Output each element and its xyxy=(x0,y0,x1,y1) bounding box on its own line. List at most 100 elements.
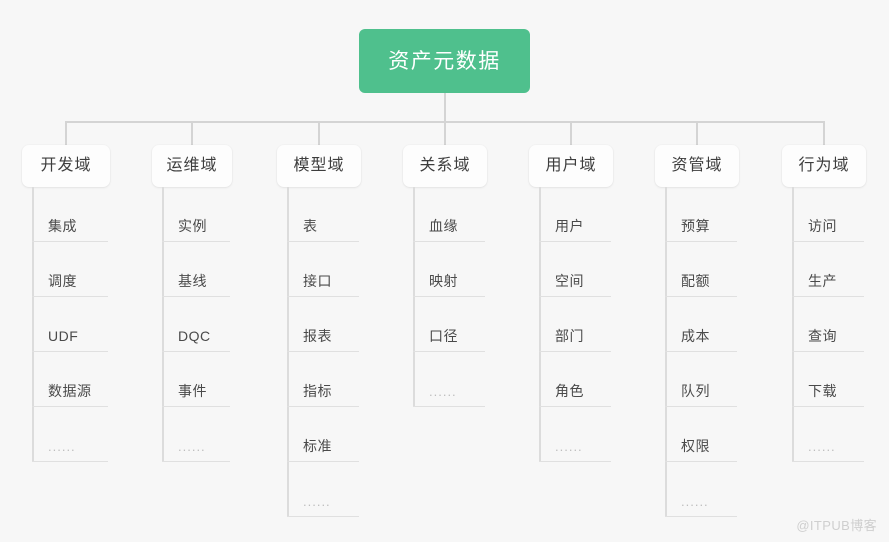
list-item-rule xyxy=(665,351,737,352)
list-item[interactable]: ...... xyxy=(655,462,739,517)
category-node[interactable]: 开发域 xyxy=(22,145,110,187)
list-item-rule xyxy=(413,406,485,407)
list-item-label: 空间 xyxy=(555,273,584,289)
list-item[interactable]: 用户 xyxy=(529,187,613,242)
list-item[interactable]: 表 xyxy=(277,187,361,242)
list-item-rule xyxy=(539,406,611,407)
list-item[interactable]: 口径 xyxy=(403,297,487,352)
branch-column-3: 模型域表接口报表指标标准...... xyxy=(277,145,361,517)
list-item-rule xyxy=(792,241,864,242)
list-item-label: ...... xyxy=(808,439,836,454)
list-item-label: 标准 xyxy=(303,438,332,454)
list-item[interactable]: 基线 xyxy=(152,242,232,297)
category-node[interactable]: 用户域 xyxy=(529,145,613,187)
list-item-rule xyxy=(162,406,230,407)
item-spine xyxy=(665,187,667,517)
branch-column-6: 资管域预算配额成本队列权限...... xyxy=(655,145,739,517)
category-node[interactable]: 行为域 xyxy=(782,145,866,187)
list-item-rule xyxy=(162,296,230,297)
list-item[interactable]: 配额 xyxy=(655,242,739,297)
list-item-rule xyxy=(539,296,611,297)
list-item-label: 口径 xyxy=(429,328,458,344)
list-item[interactable]: ...... xyxy=(152,407,232,462)
list-item-label: ...... xyxy=(48,439,76,454)
list-item-label: 下载 xyxy=(808,383,837,399)
list-item[interactable]: 权限 xyxy=(655,407,739,462)
category-node[interactable]: 模型域 xyxy=(277,145,361,187)
list-item-label: ...... xyxy=(555,439,583,454)
list-item[interactable]: 集成 xyxy=(22,187,110,242)
list-item-label: 访问 xyxy=(808,218,837,234)
item-list: 用户空间部门角色...... xyxy=(529,187,613,462)
list-item-label: DQC xyxy=(178,328,211,344)
list-item[interactable]: 空间 xyxy=(529,242,613,297)
list-item-rule xyxy=(665,241,737,242)
list-item[interactable]: 查询 xyxy=(782,297,866,352)
list-item-label: 映射 xyxy=(429,273,458,289)
list-item-rule xyxy=(665,461,737,462)
branch-drop-connector xyxy=(191,121,193,145)
category-node-label: 用户域 xyxy=(545,157,597,174)
list-item[interactable]: 队列 xyxy=(655,352,739,407)
item-spine xyxy=(162,187,164,462)
list-item[interactable]: 接口 xyxy=(277,242,361,297)
list-item[interactable]: 报表 xyxy=(277,297,361,352)
list-item[interactable]: DQC xyxy=(152,297,232,352)
list-item[interactable]: ...... xyxy=(22,407,110,462)
item-spine xyxy=(792,187,794,462)
list-item-label: 调度 xyxy=(48,273,77,289)
list-item-label: ...... xyxy=(681,494,709,509)
list-item[interactable]: 实例 xyxy=(152,187,232,242)
list-item-label: 配额 xyxy=(681,273,710,289)
list-item[interactable]: 生产 xyxy=(782,242,866,297)
branch-drop-connector xyxy=(823,121,825,145)
branch-column-5: 用户域用户空间部门角色...... xyxy=(529,145,613,462)
list-item[interactable]: 成本 xyxy=(655,297,739,352)
list-item[interactable]: 映射 xyxy=(403,242,487,297)
list-item[interactable]: 数据源 xyxy=(22,352,110,407)
list-item[interactable]: ...... xyxy=(529,407,613,462)
list-item-label: ...... xyxy=(429,384,457,399)
list-item[interactable]: 访问 xyxy=(782,187,866,242)
list-item-label: ...... xyxy=(303,494,331,509)
list-item[interactable]: 角色 xyxy=(529,352,613,407)
root-node[interactable]: 资产元数据 xyxy=(359,29,530,93)
branch-drop-connector xyxy=(318,121,320,145)
list-item[interactable]: 标准 xyxy=(277,407,361,462)
category-node-label: 开发域 xyxy=(40,157,92,174)
category-node-label: 运维域 xyxy=(166,157,218,174)
list-item[interactable]: 事件 xyxy=(152,352,232,407)
list-item[interactable]: 部门 xyxy=(529,297,613,352)
list-item[interactable]: UDF xyxy=(22,297,110,352)
list-item-rule xyxy=(162,461,230,462)
list-item[interactable]: 预算 xyxy=(655,187,739,242)
category-node[interactable]: 运维域 xyxy=(152,145,232,187)
list-item-rule xyxy=(32,296,108,297)
list-item-rule xyxy=(287,406,359,407)
list-item[interactable]: ...... xyxy=(782,407,866,462)
item-spine xyxy=(287,187,289,517)
category-node[interactable]: 关系域 xyxy=(403,145,487,187)
list-item-rule xyxy=(413,241,485,242)
list-item-label: 报表 xyxy=(303,328,332,344)
branch-column-7: 行为域访问生产查询下载...... xyxy=(782,145,866,462)
list-item-label: 查询 xyxy=(808,328,837,344)
list-item-rule xyxy=(539,461,611,462)
root-node-label: 资产元数据 xyxy=(388,49,501,73)
list-item-rule xyxy=(32,406,108,407)
list-item-label: 成本 xyxy=(681,328,710,344)
list-item-label: 队列 xyxy=(681,383,710,399)
list-item[interactable]: 调度 xyxy=(22,242,110,297)
list-item[interactable]: 下载 xyxy=(782,352,866,407)
list-item[interactable]: ...... xyxy=(277,462,361,517)
category-node-label: 模型域 xyxy=(293,157,345,174)
list-item-label: 表 xyxy=(303,218,318,234)
category-node[interactable]: 资管域 xyxy=(655,145,739,187)
list-item-rule xyxy=(287,461,359,462)
list-item[interactable]: ...... xyxy=(403,352,487,407)
list-item-label: 实例 xyxy=(178,218,207,234)
list-item-rule xyxy=(162,241,230,242)
list-item[interactable]: 血缘 xyxy=(403,187,487,242)
list-item[interactable]: 指标 xyxy=(277,352,361,407)
